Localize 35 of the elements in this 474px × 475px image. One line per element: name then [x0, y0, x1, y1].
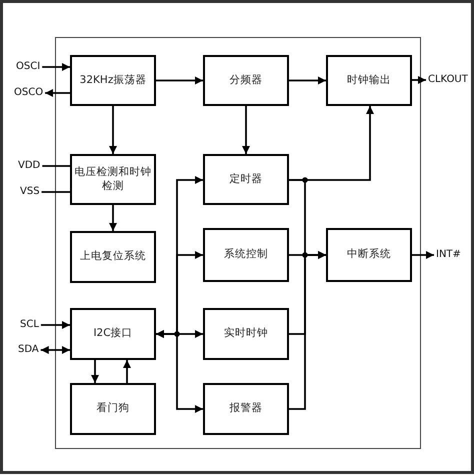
function-block: 实时时钟 [203, 308, 289, 360]
arrow [108, 205, 118, 231]
arrow [40, 320, 70, 330]
pin-label: INT# [436, 248, 461, 262]
function-block: 中断系统 [326, 228, 412, 282]
pin-label: VSS [20, 185, 40, 199]
function-block: 32KHz振荡器 [70, 55, 156, 106]
arrow [156, 76, 203, 85]
function-block: 定时器 [203, 154, 289, 205]
arrow [45, 88, 70, 98]
function-block: 看门狗 [70, 383, 156, 435]
pin-label: CLKOUT [428, 73, 468, 87]
function-block: 上电复位系统 [70, 231, 156, 283]
function-block: 时钟输出 [326, 55, 412, 106]
function-block: 电压检测和时钟检测 [70, 154, 156, 205]
pin-label: SDA [18, 343, 39, 357]
arrow [122, 360, 132, 383]
arrow [42, 62, 70, 72]
function-block: 分频器 [203, 55, 289, 106]
pin-label: SCL [20, 318, 39, 332]
function-block: 报警器 [203, 383, 289, 435]
arrow [412, 76, 426, 84]
arrow [90, 360, 100, 383]
arrow [412, 250, 434, 260]
arrow [40, 346, 70, 354]
arrow [108, 106, 118, 154]
function-block: 系统控制 [203, 228, 289, 282]
pin-label: VDD [18, 159, 40, 173]
pin-label: OSCI [16, 60, 40, 74]
pin-label: OSCO [14, 86, 44, 100]
arrow [156, 330, 203, 414]
arrow [289, 76, 326, 85]
function-block: I2C接口 [70, 308, 156, 360]
arrow [289, 250, 326, 410]
arrow [242, 106, 250, 154]
